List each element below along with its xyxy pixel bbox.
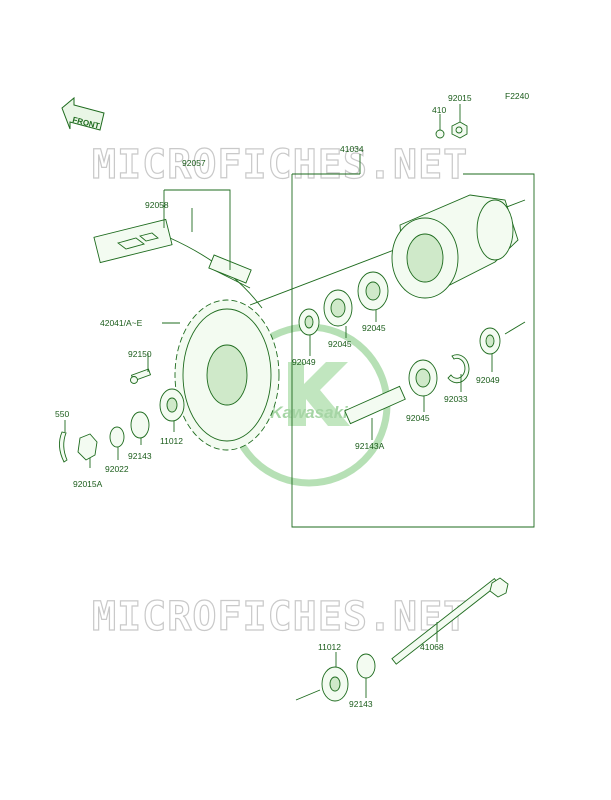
part-label-11012-lower: 11012: [318, 642, 341, 652]
part-label-41034: 41034: [340, 144, 364, 154]
part-label-92015: 92015: [448, 93, 472, 103]
part-label-92049-left: 92049: [292, 357, 316, 367]
watermark-bottom: MICROFICHES.NET: [92, 594, 468, 640]
part-label-42041: 42041/A~E: [100, 318, 143, 328]
part-label-550: 550: [55, 409, 69, 419]
part-label-92150: 92150: [128, 349, 152, 359]
leader-lines: [64, 104, 493, 698]
part-label-92033: 92033: [444, 394, 468, 404]
part-label-92045-b: 92045: [362, 323, 386, 333]
rear-sprocket: [174, 299, 280, 451]
part-label-92143-lower: 92143: [349, 699, 373, 709]
part-labels: 410 92015 41034 92057 92058 42041/A~E 92…: [55, 93, 500, 709]
hub-internal-parts: [298, 271, 526, 425]
part-label-410: 410: [432, 105, 446, 115]
part-label-92022: 92022: [105, 464, 129, 474]
drive-chain: [93, 218, 263, 309]
part-label-92143A: 92143A: [355, 441, 385, 451]
brand-logo-text: Kawasaki: [270, 403, 349, 422]
part-label-92049-right: 92049: [476, 375, 500, 385]
part-label-92143-left: 92143: [128, 451, 152, 461]
part-label-92058: 92058: [145, 200, 169, 210]
part-label-11012-left: 11012: [160, 436, 183, 446]
part-label-92057: 92057: [182, 158, 206, 168]
rear-hub: [391, 121, 519, 299]
figure-code: F2240: [505, 91, 529, 101]
part-label-92045-c: 92045: [406, 413, 430, 423]
rear-axle-assembly: [295, 577, 509, 702]
part-label-41068: 41068: [420, 642, 444, 652]
part-label-92045-a: 92045: [328, 339, 352, 349]
part-label-92015A: 92015A: [73, 479, 103, 489]
left-side-parts: [59, 388, 185, 463]
hub-assembly-box: [291, 173, 535, 528]
sprocket-bolt: [130, 368, 152, 384]
watermark-top: MICROFICHES.NET: [92, 142, 468, 188]
front-arrow-icon: FRONT: [61, 96, 105, 131]
